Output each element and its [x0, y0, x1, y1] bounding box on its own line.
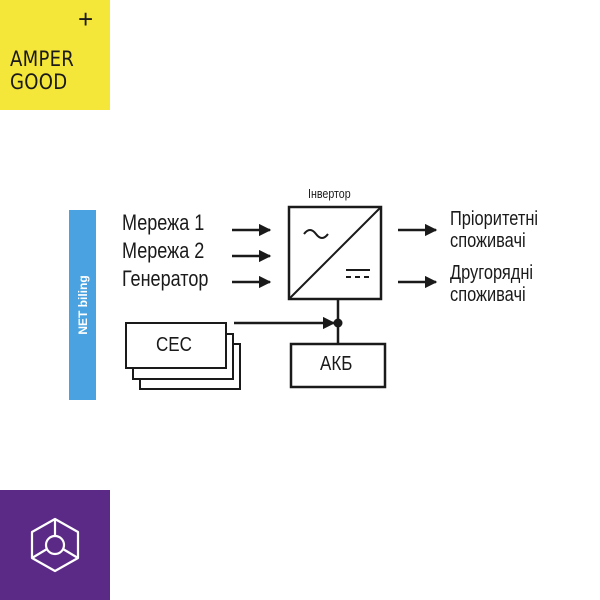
inverter-title: Інвертор: [308, 186, 351, 201]
net-billing-bar: NET biling: [69, 210, 96, 400]
output-priority-line2: споживачі: [450, 230, 526, 252]
battery-box: [289, 342, 387, 389]
ces-stack: [125, 322, 241, 390]
battery-label: АКБ: [320, 353, 353, 375]
brand-footer-block: [0, 490, 110, 600]
logo-line-1: AMPER: [10, 47, 75, 71]
ces-label: СЕС: [156, 334, 192, 356]
dc-symbol-icon: [346, 269, 370, 278]
plus-icon: +: [78, 4, 94, 34]
inverter-box: [287, 205, 383, 301]
source-label-generator: Генератор: [122, 266, 209, 291]
logo-text: AMPER GOOD: [10, 48, 74, 94]
output-secondary-line2: споживачі: [450, 284, 526, 306]
amper-good-logo: + AMPER GOOD: [0, 0, 110, 110]
ac-wave-icon: [303, 229, 329, 239]
source-label-grid-1: Мережа 1: [122, 210, 205, 235]
output-priority-line1: Пріоритетні: [450, 208, 539, 230]
junction-dot: [333, 318, 343, 328]
output-secondary-line1: Другорядні: [450, 262, 534, 284]
logo-line-2: GOOD: [10, 70, 68, 94]
source-label-grid-2: Мережа 2: [122, 238, 205, 263]
cube-icon: [30, 517, 80, 573]
